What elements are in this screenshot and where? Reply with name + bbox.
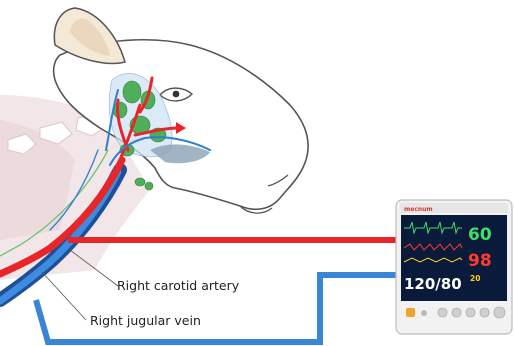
monitor-power-button: [421, 310, 427, 316]
monitor-resp-rate: 20: [470, 274, 480, 283]
monitor-alarm-indicator: [406, 308, 415, 317]
monitor-heart-rate: 60: [468, 225, 492, 245]
monitor-key-4: [480, 308, 489, 317]
vein-label: Right jugular vein: [90, 313, 201, 328]
artery-label: Right carotid artery: [117, 278, 240, 293]
monitor-key-3: [466, 308, 475, 317]
monitor-knob: [494, 307, 505, 318]
monitor-brand: mecnum: [404, 206, 433, 213]
monitor-key-1: [438, 308, 447, 317]
vein-leader-line: [42, 272, 86, 320]
patient-monitor: mecnum 60 98 20 120/80: [396, 200, 512, 334]
sheep-pupil: [173, 91, 180, 98]
monitor-spo2: 98: [468, 251, 492, 271]
monitor-key-2: [452, 308, 461, 317]
monitor-nibp: 120/80: [404, 275, 462, 293]
